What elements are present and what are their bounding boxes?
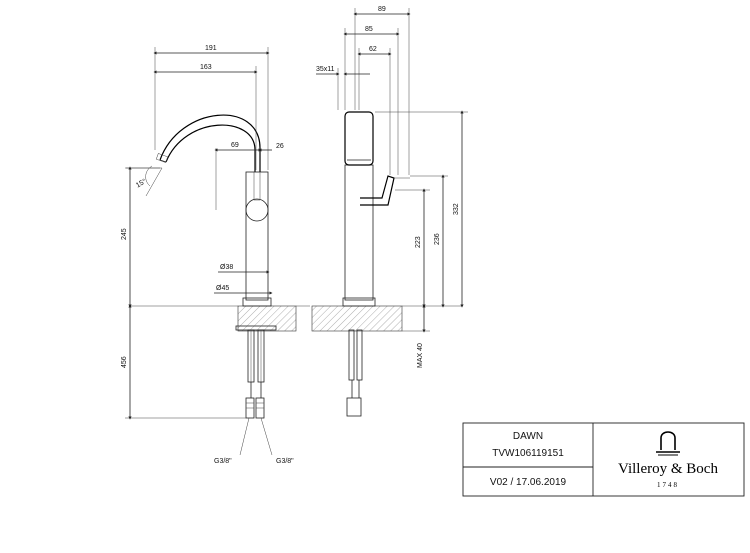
dim-332: 332 [453, 203, 460, 215]
article-number: TVW106119151 [492, 448, 564, 459]
brand-year: 1748 [657, 481, 679, 489]
side-spout [344, 111, 374, 166]
dim-69: 69 [231, 142, 239, 149]
dim-245: 245 [121, 228, 128, 240]
side-view: 89 85 62 35x11 332 236 223 MAX 40 [311, 6, 468, 417]
dim-max40: MAX 40 [417, 343, 424, 368]
brand-name: Villeroy & Boch [618, 461, 718, 477]
front-view: 191 163 69 26 15° 245 456 Ø38 Ø45 G3/8" [121, 45, 310, 465]
faucet-logo-icon [656, 431, 680, 456]
dim-223: 223 [415, 236, 422, 248]
dim-163: 163 [200, 64, 212, 71]
dim-85: 85 [365, 26, 373, 33]
side-countertop [311, 305, 403, 332]
front-handle-knob [245, 198, 269, 222]
front-countertop [237, 305, 297, 332]
dim-dia45: Ø45 [216, 285, 229, 292]
title-block: DAWN TVW106119151 V02 / 17.06.2019 Ville… [462, 422, 745, 497]
dim-89: 89 [378, 6, 386, 13]
dim-62: 62 [369, 46, 377, 53]
dim-dia38: Ø38 [220, 264, 233, 271]
dim-191: 191 [205, 45, 217, 52]
dim-35x11: 35x11 [316, 66, 335, 73]
side-handle-lever [360, 175, 395, 206]
front-faucet-base [242, 297, 272, 307]
product-name: DAWN [513, 431, 543, 442]
dim-26: 26 [276, 143, 284, 150]
dim-456: 456 [121, 356, 128, 368]
front-spout [159, 114, 261, 172]
thread-label-right: G3/8" [276, 458, 294, 465]
version-date: V02 / 17.06.2019 [490, 477, 567, 488]
front-faucet-body [245, 171, 269, 301]
thread-label-left: G3/8" [214, 458, 232, 465]
dim-236: 236 [434, 233, 441, 245]
side-faucet-body [344, 164, 374, 301]
